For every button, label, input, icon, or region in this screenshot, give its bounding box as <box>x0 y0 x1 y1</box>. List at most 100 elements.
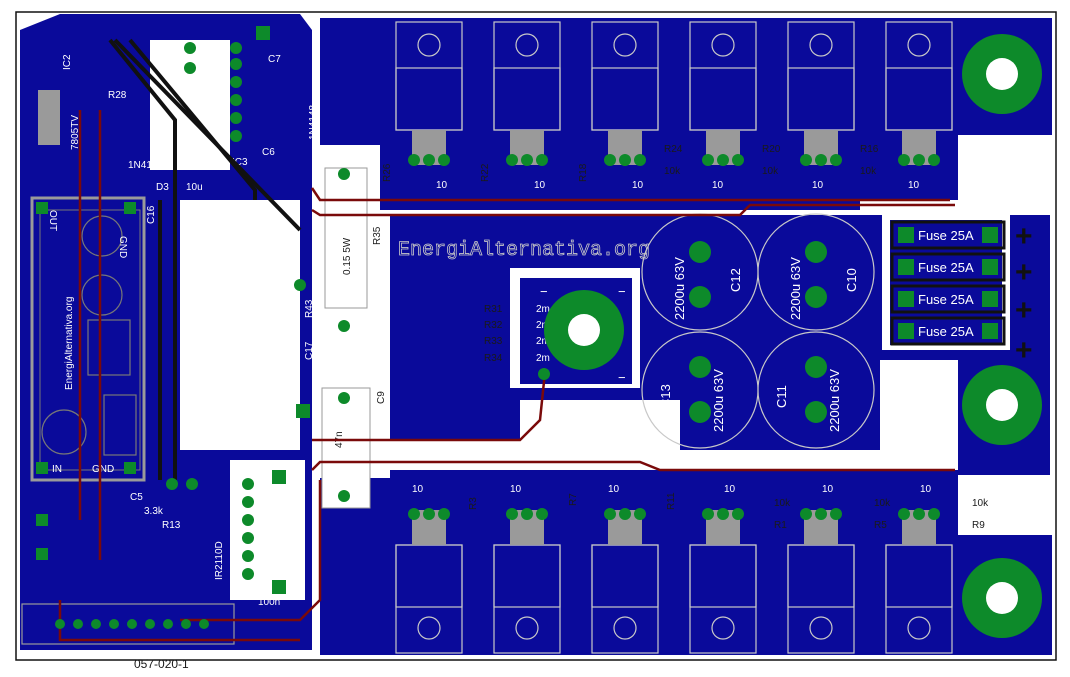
jumper-1 <box>108 38 177 480</box>
gp-t2 <box>423 154 435 166</box>
ic2-label: IC2 <box>62 54 73 70</box>
gate-r-top-3: 10 <box>632 180 644 191</box>
fuse-pad-1b <box>982 227 998 243</box>
cap-c13-pad-neg <box>689 401 711 423</box>
trace-top-gate-bus-2 <box>311 203 955 217</box>
bus-minus-2: − <box>618 370 626 385</box>
r5-label: R5 <box>874 520 887 531</box>
bot-10k-1: 10k <box>774 498 791 509</box>
gp-t15 <box>830 154 842 166</box>
top-right-mount-hole <box>986 58 1018 90</box>
plus-sign-4: + <box>1015 334 1033 367</box>
gate-r-top-5: 10 <box>812 180 824 191</box>
gp-b7 <box>604 508 616 520</box>
mosfet-top-4-hole <box>711 33 735 57</box>
pad-reg-1 <box>36 202 48 214</box>
mosfet-bot-2-hole <box>515 616 539 640</box>
fuse-block: Fuse 25A Fuse 25A Fuse 25A Fuse 25A <box>890 220 1006 346</box>
ic-driver-top: IR2110D <box>214 101 225 140</box>
gate-r-bot-1: 10 <box>412 484 424 495</box>
top-mosfet-plane <box>320 18 1052 210</box>
pad-c33 <box>127 619 137 629</box>
gp-t6 <box>536 154 548 166</box>
cap-c11-pad-neg <box>805 401 827 423</box>
regulator-trimmer <box>103 394 137 456</box>
pad-reg-4 <box>124 462 136 474</box>
cap-c12-label: C12 <box>728 268 743 292</box>
ic3-label: IC3 <box>232 157 248 168</box>
bus-minus-1: − <box>618 284 626 299</box>
mosfet-top-2-hole <box>515 33 539 57</box>
reg-gnd-top: GND <box>117 236 128 258</box>
r22-label: R22 <box>480 163 491 182</box>
val-33k: 3.3k <box>144 506 164 517</box>
cap-c10-pad-neg <box>805 286 827 308</box>
val-100n-bot: 100n <box>258 597 280 608</box>
gate-r-top-1: 10 <box>436 180 448 191</box>
r32-val: 2m <box>536 320 550 331</box>
cap-c11-pad-pos <box>805 356 827 378</box>
trace-top-gate-bus <box>310 187 950 202</box>
cap-c12-pad-neg <box>689 286 711 308</box>
pad-c13 <box>184 42 196 54</box>
r20-label: R20 <box>762 144 781 155</box>
fuse-3 <box>890 284 1006 314</box>
gp-t9 <box>634 154 646 166</box>
plus-sign-3: + <box>1015 294 1033 327</box>
pad-c28 <box>186 478 198 490</box>
pad-c16 <box>242 496 254 508</box>
gp-t13 <box>800 154 812 166</box>
bottom-mosfet-plane <box>320 470 1052 655</box>
pad-c20 <box>242 568 254 580</box>
gp-b17 <box>913 508 925 520</box>
regulator-text: EnergiAlternativa.org <box>64 297 75 390</box>
gp-b16 <box>898 508 910 520</box>
cap-c10: 2200u 63V C10 <box>757 213 875 331</box>
pad-c17 <box>242 514 254 526</box>
reg-7805-body <box>38 90 60 145</box>
cap-c11-value: 2200u 63V <box>827 369 842 432</box>
gp-t12 <box>732 154 744 166</box>
cap-c10-label: C10 <box>844 268 859 292</box>
val-10u-bot: 10u <box>258 487 275 498</box>
c9-label: C9 <box>376 391 387 404</box>
pad-c22 <box>338 320 350 332</box>
gp-t4 <box>506 154 518 166</box>
cap-c13-value: 2200u 63V <box>711 369 726 432</box>
fuse-4-label: Fuse 25A <box>918 324 974 339</box>
fuse-pad-4a <box>898 323 914 339</box>
pad-c35 <box>163 619 173 629</box>
fuse-2-label: Fuse 25A <box>918 260 974 275</box>
pad-c12 <box>230 130 242 142</box>
gp-b2 <box>423 508 435 520</box>
cap-c13: 2200u 63V C13 <box>641 331 759 449</box>
pad-c27 <box>166 478 178 490</box>
r7-label: R7 <box>568 493 579 506</box>
pad-c14 <box>184 62 196 74</box>
r43-label: R43 <box>304 299 315 318</box>
gp-t14 <box>815 154 827 166</box>
pad-c34 <box>145 619 155 629</box>
r1-label: R1 <box>774 520 787 531</box>
r18-label: R18 <box>578 163 589 182</box>
c6-label: C6 <box>262 147 275 158</box>
gp-t5 <box>521 154 533 166</box>
cap-c12: 2200u 63V C12 <box>641 213 759 331</box>
gate-r-bot-3: 10 <box>608 484 620 495</box>
r13-label: R13 <box>162 520 181 531</box>
fuse-pad-3b <box>982 291 998 307</box>
top-10k-1: 10k <box>664 166 681 177</box>
pad-c18 <box>242 532 254 544</box>
pad-c32 <box>109 619 119 629</box>
fuse-pad-3a <box>898 291 914 307</box>
jumper-2 <box>128 38 257 200</box>
mosfet-bot-3-hole <box>613 616 637 640</box>
mosfet-top-6-hole <box>907 33 931 57</box>
pad-c21 <box>338 168 350 180</box>
bot-10k-3: 10k <box>972 498 989 509</box>
gate-r-bot-4: 10 <box>724 484 736 495</box>
pad-c29 <box>55 619 65 629</box>
fuse-pad-4b <box>982 323 998 339</box>
r38-label: R38 <box>222 434 241 445</box>
pad-c1 <box>256 26 270 40</box>
